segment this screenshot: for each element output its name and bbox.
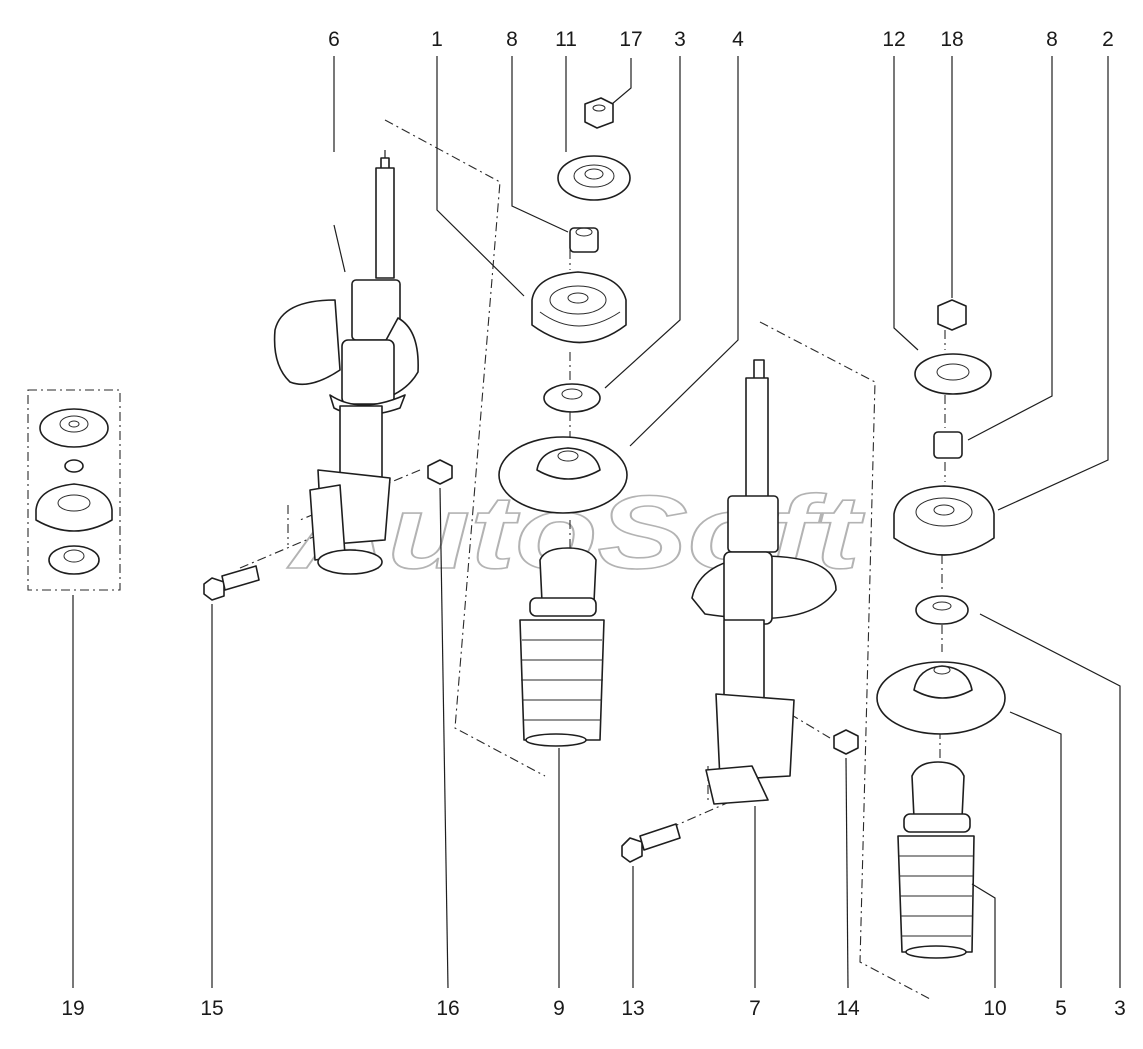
- part-3-bearing-left: [543, 383, 601, 413]
- callouts-top: 6 1 8 11 17 3 4 12 18 8 2: [328, 28, 1114, 51]
- part-6-strut-left: [273, 150, 419, 575]
- kit-box-19: [27, 389, 121, 591]
- callout-15: 15: [200, 997, 223, 1020]
- part-14-nut-right: [833, 729, 859, 755]
- part-10-bump-stop-boot-right: [897, 761, 975, 959]
- callout-1: 1: [431, 28, 443, 51]
- callout-7: 7: [749, 997, 761, 1020]
- assembly-outlines: [27, 119, 946, 1001]
- callout-3-top: 3: [674, 28, 686, 51]
- callout-11: 11: [555, 28, 577, 51]
- callout-16: 16: [436, 997, 459, 1020]
- part-13-bolt-right: [621, 823, 681, 863]
- callout-12: 12: [882, 28, 905, 51]
- part-19-mount-kit: [35, 408, 113, 575]
- part-15-bolt-left: [203, 565, 260, 601]
- part-9-bump-stop-boot-left: [519, 547, 605, 747]
- part-2-top-mount-right: [893, 485, 995, 556]
- callout-8-left: 8: [506, 28, 518, 51]
- callout-4: 4: [732, 28, 744, 51]
- callout-10: 10: [983, 997, 1006, 1020]
- part-7-strut-right: [691, 359, 837, 805]
- part-11-washer: [557, 155, 631, 201]
- callout-6: 6: [328, 28, 340, 51]
- callout-18: 18: [940, 28, 963, 51]
- callouts-bottom: 19 15 16 9 13 7 14 10 5 3: [61, 997, 1126, 1020]
- callout-5: 5: [1055, 997, 1067, 1020]
- part-12-washer: [914, 353, 992, 395]
- part-5-spring-seat-right: [876, 661, 1006, 735]
- part-18-nut: [937, 299, 967, 331]
- part-1-top-mount-left: [531, 271, 627, 344]
- callout-9: 9: [553, 997, 565, 1020]
- callout-13: 13: [621, 997, 644, 1020]
- part-4-spring-seat-left: [498, 436, 628, 514]
- callout-19: 19: [61, 997, 84, 1020]
- right-assembly-outline: [759, 321, 933, 1001]
- callout-3-bottom: 3: [1114, 997, 1126, 1020]
- leader-lines: [72, 56, 1121, 989]
- callout-14: 14: [836, 997, 860, 1020]
- left-assembly-outline: [384, 119, 546, 777]
- part-8-bushing-right: [933, 431, 963, 459]
- callout-17: 17: [619, 28, 642, 51]
- part-16-nut-left: [427, 459, 453, 485]
- part-17-nut: [584, 97, 614, 129]
- part-3-bearing-right: [915, 595, 969, 625]
- callout-2: 2: [1102, 28, 1114, 51]
- callout-8-right: 8: [1046, 28, 1058, 51]
- part-8-bushing-left: [569, 227, 599, 253]
